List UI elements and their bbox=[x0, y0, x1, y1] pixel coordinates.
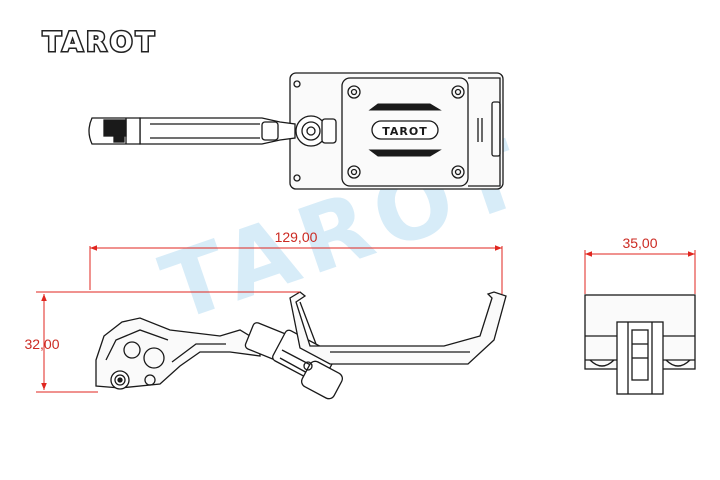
dimension-clamp-width: 35,00 bbox=[584, 235, 696, 294]
screw-holes bbox=[293, 80, 465, 182]
dimension-height-label: 32,00 bbox=[24, 336, 59, 352]
logo-text: TAROT bbox=[43, 27, 157, 58]
front-view bbox=[584, 294, 696, 395]
side-view bbox=[95, 291, 507, 400]
dimension-overall-height: 32,00 bbox=[24, 291, 300, 393]
mount-plate-inner bbox=[341, 77, 469, 187]
side-joint bbox=[244, 322, 344, 400]
brand-logo: TAROT bbox=[41, 26, 157, 60]
plate-stripes bbox=[368, 103, 442, 157]
rail-slot bbox=[491, 101, 501, 157]
top-view: TAROT bbox=[88, 72, 504, 190]
plate-badge bbox=[371, 120, 439, 140]
dimension-width-label: 35,00 bbox=[622, 235, 657, 251]
dimension-length-label: 129,00 bbox=[275, 229, 318, 245]
plate-badge-text: TAROT bbox=[382, 125, 428, 138]
dimension-overall-length: 129,00 bbox=[89, 229, 503, 294]
phone-holder bbox=[289, 291, 507, 365]
